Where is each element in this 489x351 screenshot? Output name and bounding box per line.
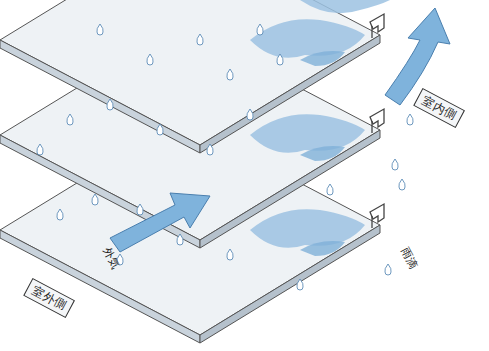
- side-label-box: 室内側: [413, 88, 465, 129]
- side-label: 室外側: [30, 283, 68, 312]
- annotation-label: 雨滴: [398, 246, 420, 272]
- side-label: 室内側: [420, 93, 458, 122]
- side-label-box: 室外側: [23, 278, 75, 319]
